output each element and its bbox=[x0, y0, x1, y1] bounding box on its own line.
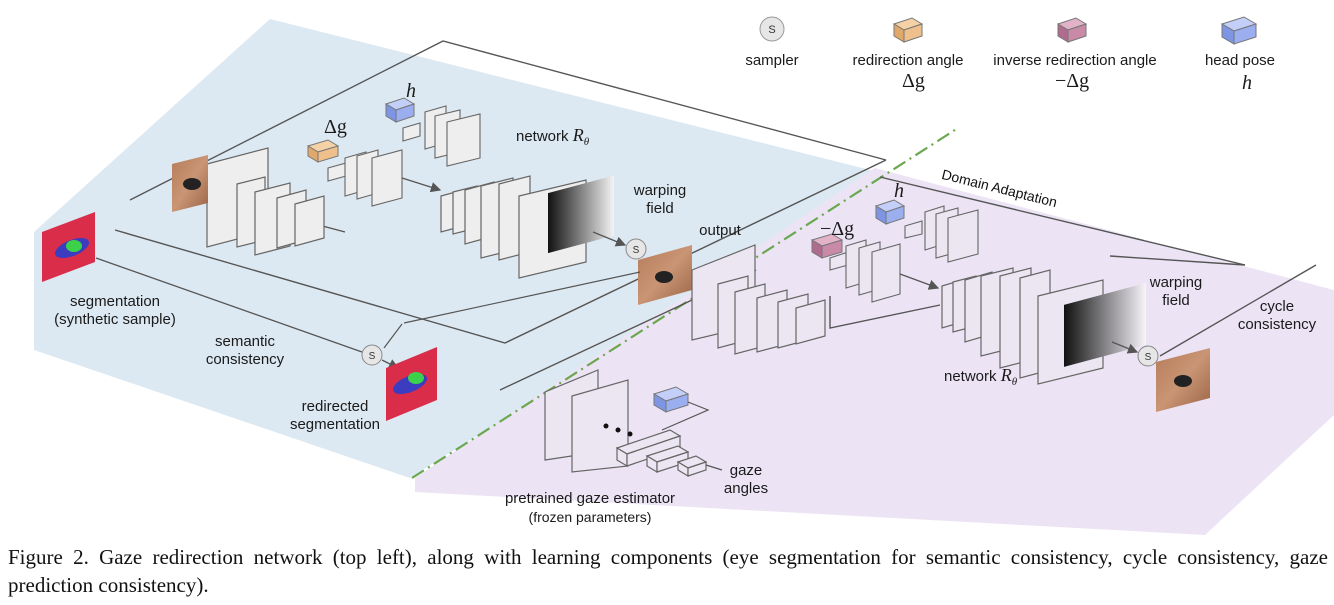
right-h-label: h bbox=[894, 180, 904, 202]
gaze-estimator-label: pretrained gaze estimator (frozen parame… bbox=[504, 490, 676, 525]
left-network-label: network Rθ bbox=[516, 125, 590, 148]
h-cube-estimator bbox=[652, 386, 690, 413]
right-sampler bbox=[1137, 345, 1159, 367]
right-neg-delta-g-label: −Δg bbox=[820, 218, 855, 240]
svg-text:S: S bbox=[768, 24, 775, 36]
left-angle-blocks bbox=[327, 105, 481, 207]
h-cube-right bbox=[874, 199, 906, 225]
left-sampler-top bbox=[625, 238, 647, 260]
legend-inverse-math: −Δg bbox=[1055, 70, 1090, 92]
legend-inverse-cube-icon bbox=[1056, 17, 1088, 43]
left-flow-arrow bbox=[401, 177, 442, 193]
svg-text:S: S bbox=[369, 351, 376, 362]
neg-delta-g-cube bbox=[810, 233, 844, 259]
right-warping-field bbox=[1064, 282, 1146, 367]
legend-redirection-label: redirection angle bbox=[852, 52, 964, 69]
legend-head-pose-math: h bbox=[1242, 72, 1252, 94]
left-encoder bbox=[206, 147, 325, 256]
delta-g-cube bbox=[306, 139, 340, 163]
left-delta-g-label: Δg bbox=[324, 116, 347, 138]
right-encoder bbox=[691, 244, 826, 355]
legend-sampler-label: sampler bbox=[745, 52, 799, 69]
right-flow-arrow bbox=[899, 273, 940, 290]
left-panel bbox=[34, 19, 890, 478]
h-cube-left bbox=[384, 97, 416, 123]
legend-inverse-label: inverse redirection angle bbox=[993, 52, 1157, 69]
legend-redirection-math: Δg bbox=[902, 70, 925, 92]
segmentation-label: segmentation(synthetic sample) bbox=[54, 293, 176, 328]
diagram-canvas: S S bbox=[34, 16, 1334, 535]
legend-redirection-cube-icon bbox=[892, 17, 924, 43]
right-angle-blocks bbox=[829, 205, 979, 303]
legend-sampler-icon bbox=[759, 16, 785, 42]
svg-text:S: S bbox=[633, 245, 640, 256]
gaze-estimator bbox=[544, 369, 708, 478]
output-label: output bbox=[699, 222, 741, 239]
semantic-sampler bbox=[361, 344, 383, 366]
legend-head-pose-cube-icon bbox=[1220, 16, 1258, 45]
svg-text:S: S bbox=[1145, 352, 1152, 363]
figure-caption: Figure 2. Gaze redirection network (top … bbox=[8, 545, 1328, 597]
left-h-label: h bbox=[406, 80, 416, 102]
legend-head-pose-label: head pose bbox=[1204, 52, 1276, 69]
right-network-label: network Rθ bbox=[944, 365, 1018, 388]
